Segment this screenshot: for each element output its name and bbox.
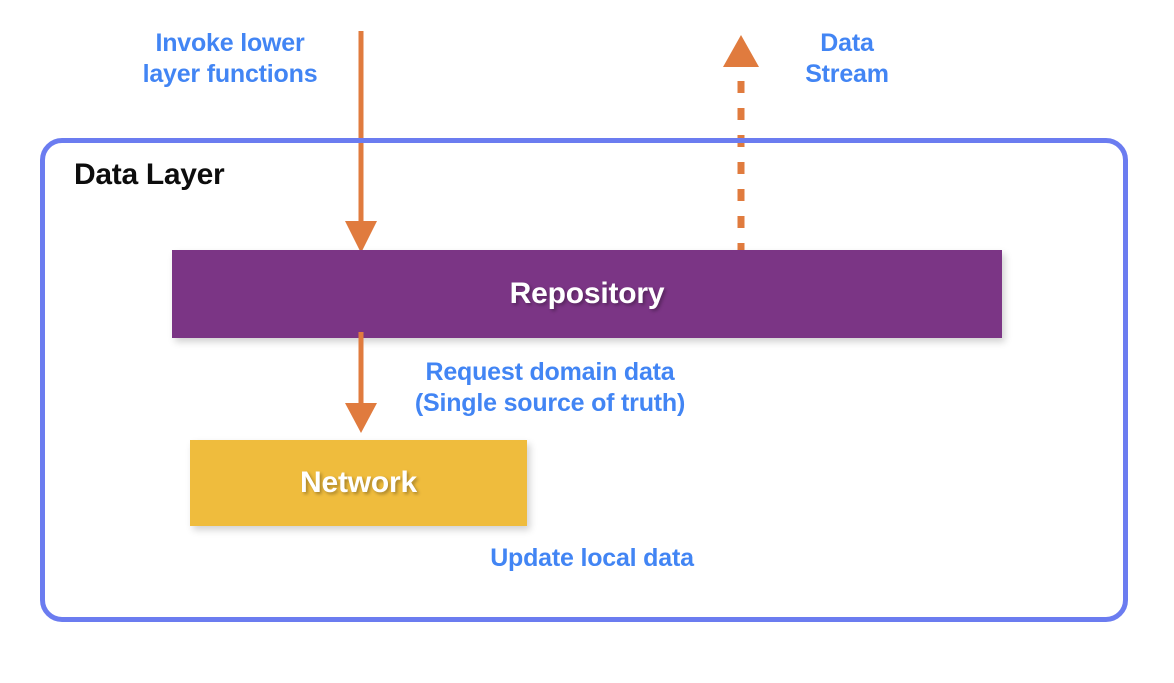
component-repository[interactable]: Repository: [172, 250, 1002, 338]
arrow-invoke-down-icon: [345, 31, 377, 253]
component-network-label: Network: [300, 466, 417, 499]
annotation-update-local-data: Update local data: [490, 544, 694, 572]
data-layer-container: [40, 138, 1128, 622]
arrow-request-down-icon: [345, 332, 377, 433]
annotation-request-domain-data: Request domain data (Single source of tr…: [414, 358, 686, 417]
annotation-data-stream: Data Stream: [805, 29, 889, 88]
arrow-data-stream-up-icon: [723, 35, 759, 255]
data-layer-title: Data Layer: [74, 158, 225, 191]
component-repository-label: Repository: [509, 277, 665, 310]
annotation-invoke-lower-layer-functions: Invoke lower layer functions: [142, 29, 318, 88]
component-network[interactable]: Network: [190, 440, 527, 526]
